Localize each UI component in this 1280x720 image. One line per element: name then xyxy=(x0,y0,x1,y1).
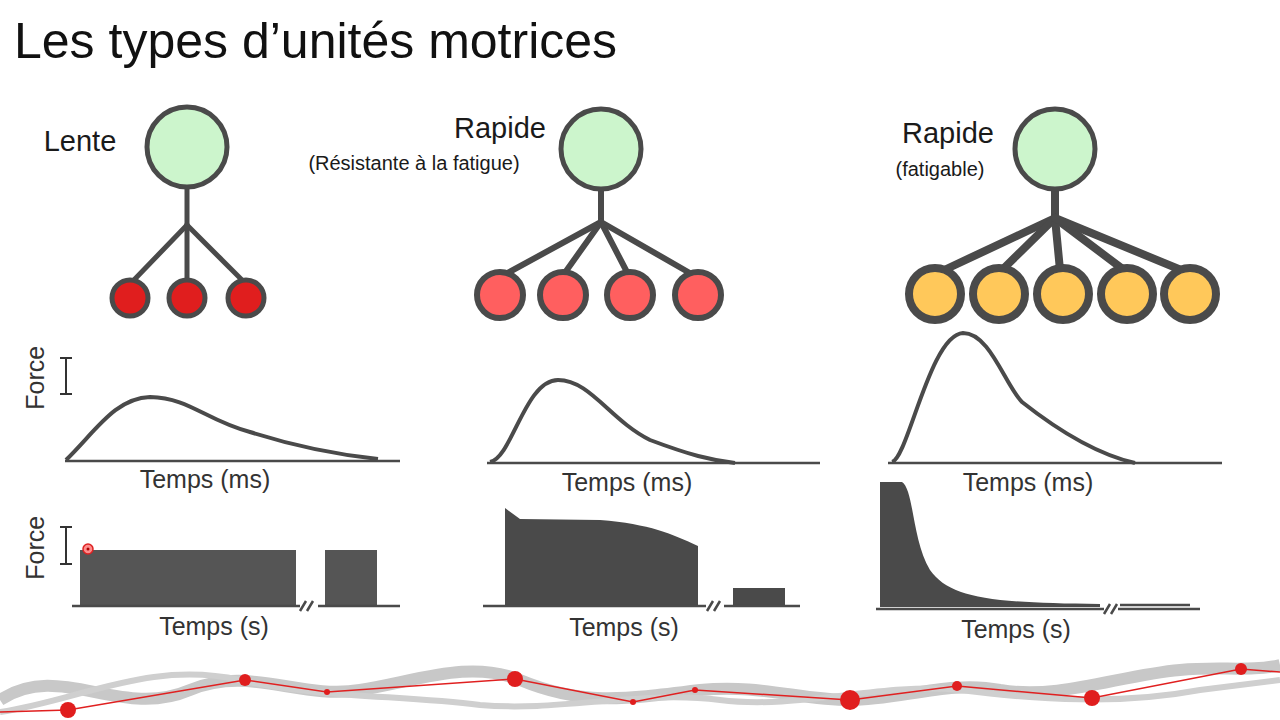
axis-label: Force xyxy=(22,346,50,410)
unit-subtype-label: (Résistante à la fatigue) xyxy=(308,152,519,174)
axis-label: Temps (ms) xyxy=(963,469,1094,497)
unit-subtype-label: (fatigable) xyxy=(896,158,985,180)
axis-label: Temps (s) xyxy=(569,614,679,642)
unit-type-label: Rapide xyxy=(454,113,546,145)
slide-title: Les types d’unités motrices xyxy=(14,14,617,69)
axis-label: Temps (ms) xyxy=(562,469,693,497)
unit-type-label: Rapide xyxy=(902,118,994,150)
axis-label: Temps (s) xyxy=(961,616,1071,644)
axis-label: Force xyxy=(22,516,50,580)
unit-type-label: Lente xyxy=(44,126,117,158)
axis-label: Temps (ms) xyxy=(140,466,271,494)
axis-label: Temps (s) xyxy=(159,613,269,641)
